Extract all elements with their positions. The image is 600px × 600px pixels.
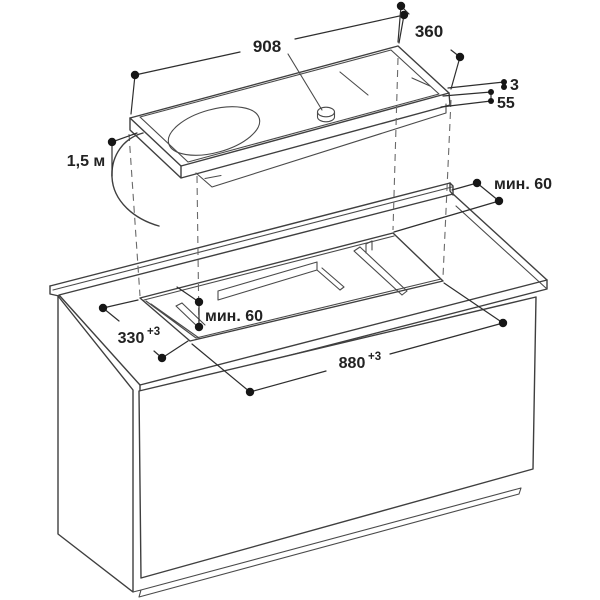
dim-power-cord-length: 1,5 м (67, 153, 106, 170)
cooking-zone-oval (167, 106, 261, 156)
cooktop-glass-rim (139, 49, 440, 163)
cooktop-underbox (195, 103, 447, 188)
glass-shine-lines (339, 71, 431, 96)
support-rail (217, 261, 345, 301)
dim-inner-clearance-group: мин. 60 (176, 286, 263, 332)
dim-cutout-width-tolerance: +3 (368, 351, 381, 363)
dim-cutout-width-group: 880 +3 (191, 282, 508, 397)
right-partition (353, 240, 408, 296)
projection-line-front-left (196, 175, 200, 330)
dim-cutout-depth: 330 (118, 330, 145, 347)
worktop (49, 182, 548, 395)
left-bracket (175, 302, 206, 329)
worktop-right-edge (455, 205, 548, 290)
dim-cooktop-depth-group: 360 (396, 1, 465, 90)
cutout-left-inner-line (145, 278, 442, 339)
cooktop (129, 45, 451, 188)
worktop-cutout (143, 235, 442, 339)
control-knob (316, 106, 336, 123)
dim-cooktop-width-group: 908 (130, 10, 409, 115)
base-cabinet (57, 295, 537, 598)
projection-line-front-right (442, 99, 452, 278)
projection-lines (128, 57, 452, 330)
power-cord: 1,5 м (67, 132, 160, 227)
projection-line-back-left (128, 133, 141, 297)
dimensions: 908 360 3 55 мин. 60 (98, 1, 552, 397)
worktop-front-edge (139, 279, 548, 395)
dim-cooktop-width: 908 (253, 37, 281, 56)
cabinet-plinth (132, 487, 522, 598)
cutout-rear-inner-line (143, 235, 395, 301)
dim-min-inner-clearance: мин. 60 (205, 308, 263, 325)
dim-built-in-depth: 55 (497, 95, 515, 112)
dim-cutout-depth-tolerance: +3 (147, 326, 160, 338)
projection-line-back-right (392, 57, 399, 231)
dim-rim-height: 3 (510, 77, 519, 94)
front-rim-mark (204, 174, 222, 180)
cooktop-rim-bottom (129, 92, 451, 179)
power-cord-curve (111, 132, 160, 227)
dim-rim-and-depth-group: 3 55 (440, 77, 519, 112)
dim-min-rear-clearance: мин. 60 (494, 176, 552, 193)
cabinet-front-panel (138, 296, 537, 579)
dim-cutout-width: 880 (339, 355, 366, 372)
glass-divider-line (287, 53, 323, 111)
dim-cooktop-depth: 360 (415, 22, 443, 41)
dim-cutout-depth-group: 330 +3 (98, 299, 189, 363)
backsplash (49, 182, 454, 297)
dim-rear-clearance-group: мин. 60 (393, 176, 552, 233)
